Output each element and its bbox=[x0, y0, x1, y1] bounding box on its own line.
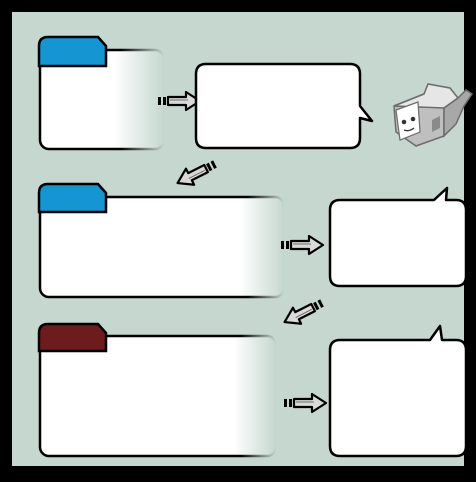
row-1 bbox=[37, 35, 474, 151]
folder-tab-2 bbox=[37, 182, 108, 214]
speech-bubble-1 bbox=[194, 62, 374, 150]
folder-card-1 bbox=[37, 35, 166, 151]
speech-bubble-3 bbox=[328, 324, 468, 458]
folder-card-3 bbox=[37, 322, 278, 458]
folder-tab-3 bbox=[37, 322, 108, 353]
robot-mascot-icon bbox=[393, 83, 474, 147]
row-2 bbox=[37, 182, 468, 299]
row-3 bbox=[37, 322, 468, 458]
speech-bubble-2 bbox=[328, 186, 468, 288]
folder-tab-1 bbox=[37, 35, 108, 68]
folder-card-2 bbox=[37, 182, 286, 299]
